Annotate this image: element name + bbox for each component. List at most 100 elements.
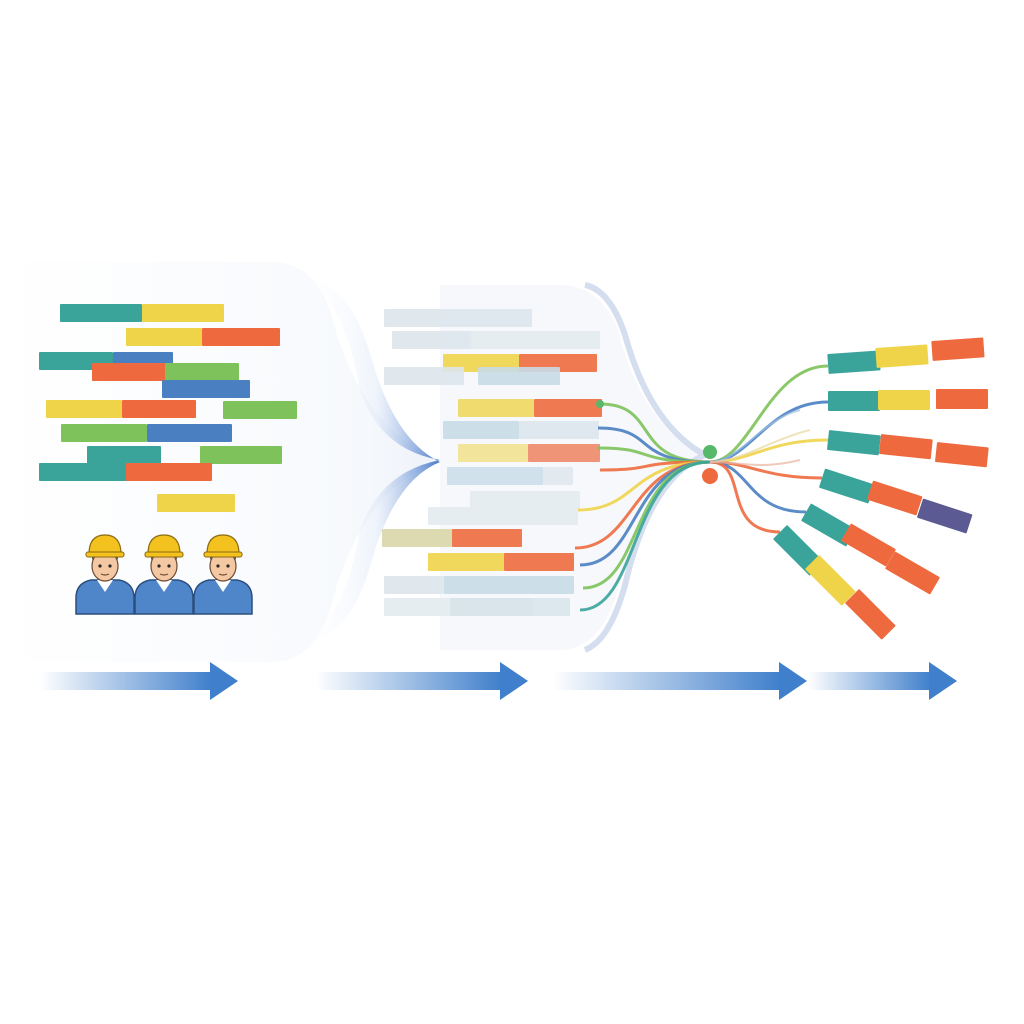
arrow-right-icon (779, 662, 807, 700)
output-segment-0-1 (875, 344, 929, 368)
arrow-right-icon (929, 662, 957, 700)
faint-wire-2 (709, 459, 801, 467)
helmet-icon-2 (206, 534, 240, 555)
raw-segment-7-0 (61, 424, 147, 442)
flow-arrow-shaft-3 (808, 672, 931, 690)
output-segment-5-2 (845, 589, 896, 640)
flow-arrow-3 (808, 662, 957, 700)
output-segment-3-0 (819, 468, 875, 504)
output-segment-2-1 (879, 434, 933, 460)
helmet-brim-0 (85, 551, 125, 558)
flow-arrow-1 (316, 662, 528, 700)
output-segment-4-0 (801, 503, 856, 547)
worker-eye-right-1 (167, 564, 171, 568)
worker-shirt-0 (75, 579, 135, 615)
helmet-brim-2 (203, 551, 243, 558)
worker-shirt-1 (134, 579, 194, 615)
worker-mouth-1 (159, 573, 169, 576)
output-segment-5-1 (805, 555, 856, 606)
wire-start-node (596, 400, 604, 408)
worker-collar-1 (156, 580, 172, 592)
aligned-segment-13-1 (450, 598, 570, 616)
worker-avatar-2 (193, 534, 253, 615)
output-segment-block-3-0 (819, 468, 875, 504)
aligned-segment-7-0 (447, 467, 543, 485)
worker-eye-right-2 (226, 564, 230, 568)
output-segment-block-0-1 (875, 344, 929, 368)
raw-segment-1-1 (202, 328, 280, 346)
output-segment-block-5-1 (805, 555, 856, 606)
output-segment-block-3-2 (917, 498, 973, 534)
worker-collar-2 (215, 580, 231, 592)
flow-arrow-shaft-1 (316, 672, 502, 690)
aligned-segment-6-1 (528, 444, 600, 462)
output-segment-2-0 (827, 430, 881, 456)
output-segment-block-2-2 (935, 442, 989, 468)
junction-node-green (703, 445, 717, 459)
worker-mouth-0 (100, 573, 110, 576)
flow-arrow-shaft-0 (40, 672, 212, 690)
raw-segment-8-0 (87, 446, 161, 464)
aligned-segment-5-0 (443, 421, 519, 439)
aligned-segment-1-0 (392, 331, 472, 349)
raw-segment-10-0 (157, 494, 235, 512)
output-segment-block-0-0 (827, 350, 881, 374)
worker-eye-left-2 (216, 564, 220, 568)
raw-segment-5-1 (122, 400, 196, 418)
output-segment-0-0 (827, 350, 881, 374)
input-wire-8 (579, 460, 711, 612)
raw-segment-9-1 (126, 463, 212, 481)
output-segment-2-2 (935, 442, 989, 468)
worker-eye-left-0 (98, 564, 102, 568)
worker-mouth-2 (218, 573, 228, 576)
output-segment-4-2 (885, 551, 940, 595)
raw-segment-1-0 (126, 328, 202, 346)
output-segment-5-0 (773, 525, 824, 576)
raw-segment-9-0 (39, 463, 127, 481)
aligned-segment-4-0 (458, 399, 534, 417)
faint-wire-1 (709, 429, 811, 463)
output-segment-0-2 (931, 337, 985, 361)
raw-segment-3-1 (165, 363, 239, 381)
aligned-segment-9-0 (428, 507, 578, 525)
worker-avatar-0 (75, 534, 135, 615)
worker-collar-0 (97, 580, 113, 592)
output-segment-block-1-1 (878, 390, 930, 410)
worker-eye-right-0 (108, 564, 112, 568)
raw-segment-3-0 (92, 363, 178, 381)
aligned-segment-11-1 (504, 553, 574, 571)
output-segment-3-1 (867, 480, 923, 516)
raw-segment-5-0 (46, 400, 122, 418)
arrow-right-icon (210, 662, 238, 700)
aligned-segment-0-0 (384, 309, 532, 327)
output-segment-4-1 (841, 523, 896, 567)
output-segment-block-4-1 (841, 523, 896, 567)
aligned-segment-1-1 (470, 331, 600, 349)
flow-arrow-0 (40, 662, 238, 700)
helmet-icon-1 (147, 534, 181, 555)
aligned-segment-3-1 (478, 367, 560, 385)
output-segment-block-1-2 (936, 389, 988, 409)
aligned-segment-8-0 (470, 491, 580, 509)
output-segment-block-0-2 (931, 337, 985, 361)
aligned-segment-10-1 (452, 529, 522, 547)
output-segment-1-0 (828, 391, 880, 411)
aligned-segment-4-1 (534, 399, 602, 417)
raw-segment-7-1 (147, 424, 232, 442)
output-segment-block-1-0 (828, 391, 880, 411)
helmet-icon-0 (88, 534, 122, 555)
output-wire-1 (709, 400, 829, 464)
output-segment-1-1 (878, 390, 930, 410)
output-segment-block-5-0 (773, 525, 824, 576)
raw-segment-6-0 (223, 401, 297, 419)
flow-arrow-2 (552, 662, 807, 700)
worker-shirt-2 (193, 579, 253, 615)
output-wire-5 (709, 460, 781, 534)
aligned-segment-6-0 (458, 444, 528, 462)
flow-arrow-shaft-2 (552, 672, 781, 690)
aligned-segment-12-0 (384, 576, 444, 594)
worker-avatar-1 (134, 534, 194, 615)
output-segment-block-4-2 (885, 551, 940, 595)
output-segment-block-5-2 (845, 589, 896, 640)
